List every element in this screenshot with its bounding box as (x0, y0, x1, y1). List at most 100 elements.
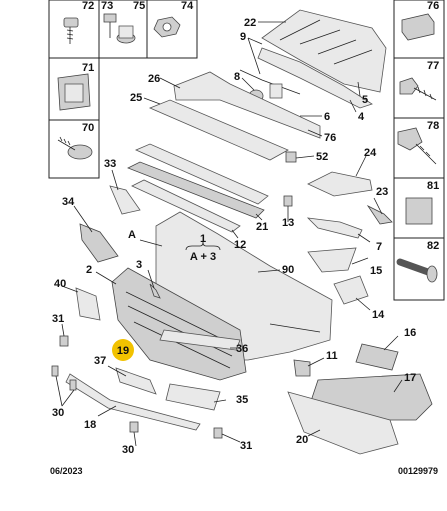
callout-8[interactable]: 8 (234, 71, 240, 83)
clip-73-icon (103, 13, 117, 38)
tile-72[interactable] (48, 0, 100, 59)
footer-reference: 00129979 (398, 466, 439, 476)
clip-30-left[interactable] (51, 365, 77, 391)
bracket-16[interactable] (355, 343, 399, 371)
callout-33[interactable]: 33 (104, 158, 116, 170)
tile-label-74: 74 (181, 0, 194, 12)
callout-35[interactable]: 35 (236, 394, 248, 406)
reinforcement-25[interactable] (148, 99, 289, 161)
clip-31-bottom[interactable] (213, 427, 223, 439)
lower-beam-12[interactable] (131, 179, 241, 233)
tile-label-73: 73 (101, 0, 113, 12)
front-structure-22[interactable] (261, 9, 387, 93)
bolt-77-icon (399, 77, 437, 101)
leader-lines (55, 21, 403, 447)
callout-17[interactable]: 17 (404, 372, 416, 384)
tile-label-75: 75 (133, 0, 145, 12)
spoiler-35[interactable] (165, 383, 221, 411)
clip-13[interactable] (283, 195, 293, 207)
nut-75-icon (116, 25, 136, 44)
assembly-top-label: 1 (200, 233, 206, 245)
assembly-bottom-label: A + 3 (190, 251, 216, 263)
callout-31[interactable]: 31 (52, 313, 64, 325)
screw-72-icon (63, 17, 79, 44)
callout-6[interactable]: 6 (324, 111, 330, 123)
pad-81-icon (405, 197, 433, 225)
callout-14[interactable]: 14 (372, 309, 385, 321)
callout-2[interactable]: 2 (86, 264, 92, 276)
clip-71-icon (57, 73, 91, 111)
lower-grille-2[interactable] (111, 267, 247, 381)
clip-31-left[interactable] (59, 335, 69, 347)
deflector-36[interactable] (159, 329, 241, 351)
side-grille-15[interactable] (307, 247, 357, 273)
callout-31-bottom[interactable]: 31 (240, 440, 252, 452)
callout-30-bottom[interactable]: 30 (122, 444, 134, 456)
callout-12[interactable]: 12 (234, 239, 246, 251)
absorber-21[interactable] (127, 161, 265, 219)
callout-4[interactable]: 4 (358, 111, 365, 123)
moulding-18[interactable] (65, 373, 201, 431)
callout-9[interactable]: 9 (240, 31, 246, 43)
assembly-note: 1 A + 3 (185, 233, 221, 263)
callout-37[interactable]: 37 (94, 355, 106, 367)
clip-30-bottom[interactable] (129, 421, 139, 433)
callout-15[interactable]: 15 (370, 265, 382, 277)
callout-90[interactable]: 90 (282, 264, 294, 276)
callout-76[interactable]: 76 (324, 132, 336, 144)
clip-52[interactable] (285, 151, 297, 163)
callout-21[interactable]: 21 (256, 221, 268, 233)
callout-40[interactable]: 40 (54, 278, 66, 290)
callout-20[interactable]: 20 (296, 434, 308, 446)
tile-label-81: 81 (427, 180, 439, 192)
highlight-19-marker (112, 339, 134, 361)
trim-7[interactable] (306, 217, 363, 239)
cover-14[interactable] (333, 275, 369, 305)
trim-strip-9[interactable] (239, 69, 301, 95)
callout-25[interactable]: 25 (130, 92, 142, 104)
callout-13[interactable]: 13 (282, 217, 294, 229)
grille-24[interactable] (307, 171, 373, 197)
bracket-23[interactable] (366, 204, 393, 225)
pin-82-icon (396, 258, 438, 283)
bracket-11[interactable] (293, 359, 311, 377)
bracket-33[interactable] (109, 185, 141, 215)
footer-date: 06/2023 (50, 466, 83, 476)
tile-label-71: 71 (82, 62, 94, 74)
left-fastener-panel: 72 73 75 74 71 70 (48, 0, 198, 179)
callout-36[interactable]: 36 (236, 343, 248, 355)
callout-23[interactable]: 23 (376, 186, 388, 198)
upper-beam-26[interactable] (173, 71, 321, 139)
callout-7[interactable]: 7 (376, 241, 382, 253)
callout-5[interactable]: 5 (362, 94, 368, 106)
block-76-icon (401, 13, 435, 41)
lip-37[interactable] (115, 367, 157, 395)
callout-a[interactable]: A (128, 229, 136, 241)
callout-34[interactable]: 34 (62, 196, 75, 208)
bracket-34[interactable] (79, 223, 119, 263)
callout-11[interactable]: 11 (326, 350, 338, 362)
screw-70-icon (57, 136, 93, 160)
tile-label-70: 70 (82, 122, 94, 134)
callout-3[interactable]: 3 (136, 259, 142, 271)
callout-26[interactable]: 26 (148, 73, 160, 85)
tile-label-82: 82 (427, 240, 439, 252)
grille-frame-5[interactable] (257, 47, 373, 109)
tile-label-78: 78 (427, 120, 439, 132)
callout-22[interactable]: 22 (244, 17, 256, 29)
bolt-78-icon (397, 127, 437, 165)
tile-78[interactable] (393, 117, 445, 179)
callout-52[interactable]: 52 (316, 151, 328, 163)
reflector-40[interactable] (75, 287, 101, 321)
skid-plate-20[interactable] (287, 391, 399, 455)
callout-30[interactable]: 30 (52, 407, 64, 419)
callout-18[interactable]: 18 (84, 419, 96, 431)
callout-16[interactable]: 16 (404, 327, 416, 339)
tile-label-72: 72 (82, 0, 94, 12)
callout-19[interactable]: 19 (117, 345, 129, 357)
tile-label-77: 77 (427, 60, 439, 72)
callout-24[interactable]: 24 (364, 147, 377, 159)
tile-label-76: 76 (427, 0, 439, 12)
absorber-upper[interactable] (134, 143, 269, 205)
